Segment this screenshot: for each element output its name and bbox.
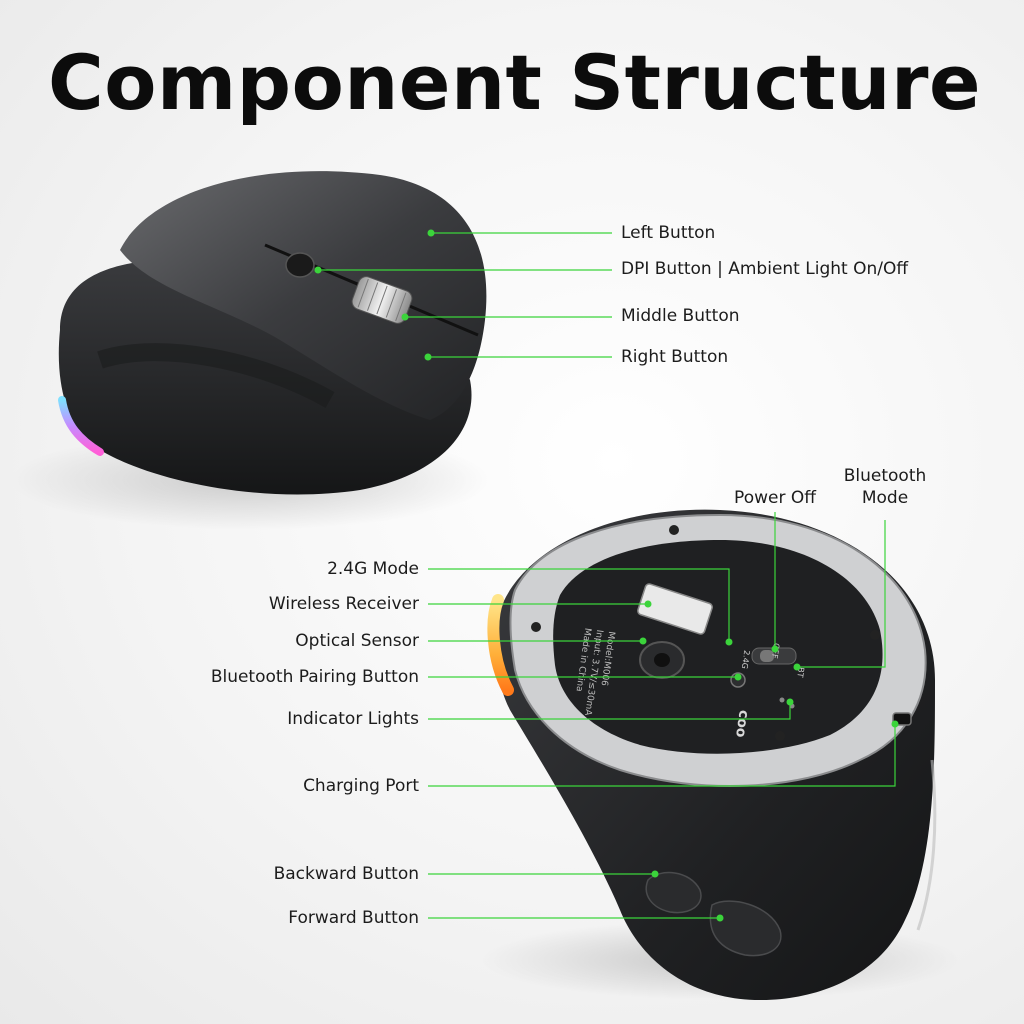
label-bluetooth-mode-line1: Bluetooth [843,466,927,486]
mouse-top-shell [120,171,487,420]
label-charging-port: Charging Port [303,776,419,796]
label-optical-sensor: Optical Sensor [295,631,419,651]
base-inner [553,540,883,754]
label-bluetooth-mode: Bluetooth Mode [825,465,945,509]
callout-lines [318,232,896,919]
label-middle-button: Middle Button [621,306,740,326]
forward-button-shape [709,900,782,957]
label-24g-mode: 2.4G Mode [327,559,419,579]
label-dpi-button: DPI Button | Ambient Light On/Off [621,259,909,279]
ambient-light-strip [58,396,104,456]
callout-bluetooth-mode [797,520,886,668]
receiver-slot-shape [637,583,713,635]
mode-label-24g: 2.4G [740,650,752,670]
mouse-bottom-view: Model:M006 Input: 3.7V/≤30mA Made in Chi… [480,509,960,1000]
label-right-button: Right Button [621,347,729,367]
label-backward-button: Backward Button [273,864,419,884]
brand-logo-text: coo [732,709,752,739]
mouse-top-view [10,171,490,530]
label-bt-pairing: Bluetooth Pairing Button [210,667,419,687]
label-wireless-receiver: Wireless Receiver [268,594,419,614]
page-title: Component Structure [48,38,982,127]
label-power-off: Power Off [734,488,816,508]
dpi-button-shape [285,252,315,278]
label-forward-button: Forward Button [288,908,419,928]
scroll-wheel-shape [351,276,413,324]
label-indicator-lights: Indicator Lights [287,709,419,729]
callout-24g-mode [428,568,730,642]
mode-label-bt: BT [795,666,805,678]
backward-button-shape [645,871,702,914]
label-bluetooth-mode-line2: Mode [861,488,909,508]
callout-charging-port [428,724,896,787]
callout-indicator-lights [428,702,791,720]
label-left-button: Left Button [621,223,716,243]
callout-dots [314,229,899,922]
